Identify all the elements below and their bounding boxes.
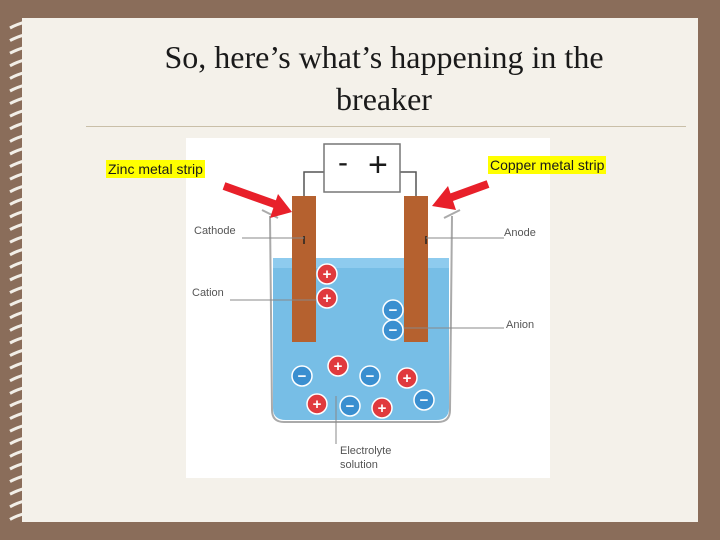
zinc-callout: Zinc metal strip	[106, 160, 205, 178]
cation-ion: +	[316, 263, 338, 285]
anion-ion: −	[413, 389, 435, 411]
slide-title-line1: So, here’s what’s happening in the	[164, 39, 604, 75]
svg-text:+: +	[323, 290, 332, 307]
cation-ion: +	[316, 287, 338, 309]
zinc-arrow	[222, 182, 292, 218]
anion-ion: −	[382, 299, 404, 321]
svg-text:−: −	[389, 322, 398, 339]
electrolyte-label-line1: Electrolyte	[340, 445, 391, 457]
copper-electrode	[404, 196, 428, 342]
cation-label: Cation	[192, 287, 224, 299]
copper-callout: Copper metal strip	[488, 156, 607, 174]
cation-ion: +	[327, 355, 349, 377]
electrochemical-cell-diagram: - + Cathode Cation Anode Anion El	[186, 138, 550, 478]
slide-title: So, here’s what’s happening in the break…	[108, 36, 660, 120]
anion-ion: −	[382, 319, 404, 341]
svg-text:−: −	[420, 392, 429, 409]
zinc-electrode	[292, 196, 316, 342]
svg-text:+: +	[334, 358, 343, 375]
beaker-outline	[269, 215, 453, 423]
svg-text:−: −	[366, 368, 375, 385]
anion-ion: −	[359, 365, 381, 387]
cathode-label: Cathode	[194, 225, 236, 237]
svg-text:+: +	[313, 396, 322, 413]
negative-terminal: -	[338, 146, 348, 179]
copper-arrow	[432, 180, 490, 210]
slide-title-line2: breaker	[336, 81, 432, 117]
cation-ion: +	[396, 367, 418, 389]
svg-text:−: −	[298, 368, 307, 385]
svg-text:+: +	[378, 400, 387, 417]
anion-ion: −	[291, 365, 313, 387]
electrolyte-label-line2: solution	[340, 459, 378, 471]
cell-illustration: - + Cathode Cation Anode Anion El	[192, 143, 536, 471]
anion-label: Anion	[506, 319, 534, 331]
anode-label: Anode	[504, 227, 536, 239]
anion-ion: −	[339, 395, 361, 417]
svg-text:−: −	[389, 302, 398, 319]
left-wire	[303, 171, 324, 200]
cation-ion: +	[306, 393, 328, 415]
positive-terminal: +	[368, 146, 388, 184]
terminal-box	[323, 143, 401, 193]
title-divider	[86, 126, 686, 127]
svg-text:+: +	[323, 266, 332, 283]
cation-ion: +	[371, 397, 393, 419]
svg-text:+: +	[403, 370, 412, 387]
beaker-lip	[261, 209, 461, 219]
electrolyte-surface	[273, 258, 449, 268]
svg-text:−: −	[346, 398, 355, 415]
right-wire	[400, 171, 417, 200]
